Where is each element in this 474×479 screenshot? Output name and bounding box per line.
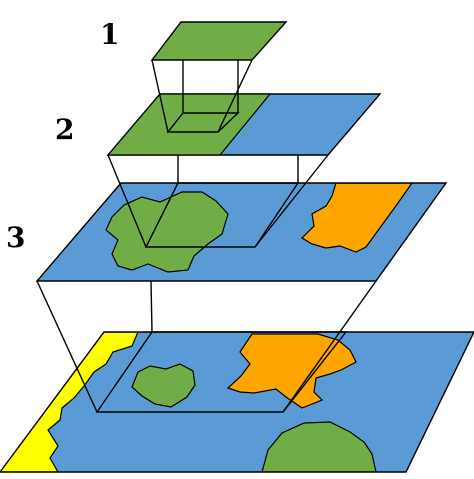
connector-lines-2-to-3	[107, 154, 329, 248]
map-layer-1	[150, 21, 288, 61]
level-label-3: 3	[6, 221, 26, 254]
map-layer-2	[106, 93, 382, 156]
layer-3-orange-land	[301, 183, 414, 253]
connector-lines-1-to-2	[151, 59, 253, 133]
layer-3-green-land	[105, 191, 229, 273]
connector-lines-3-to-bottom	[36, 280, 377, 413]
level-label-1: 1	[100, 18, 120, 51]
layer-bottom-water	[0, 332, 474, 472]
layer-bottom-yellow-land	[0, 332, 139, 472]
level-label-2: 2	[55, 113, 75, 146]
layer-bottom-green-island	[131, 363, 196, 408]
layer-bottom-green-land	[261, 421, 377, 472]
map-layer-bottom	[0, 331, 474, 473]
layer-1-green-land	[150, 21, 288, 61]
layer-bottom-orange-land	[226, 333, 357, 409]
map-layer-3	[35, 182, 448, 282]
